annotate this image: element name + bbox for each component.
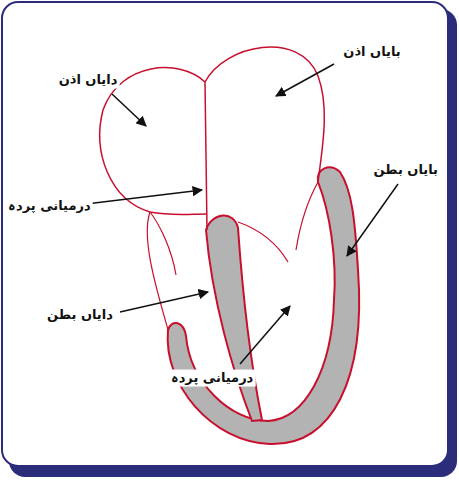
part-label: دایاں اذن [57,72,120,89]
part-label: درمیانی پردہ [6,198,93,215]
part-label: دایاں بطن [45,307,115,324]
septum-wall [206,215,262,421]
leader-arrow [276,64,334,96]
right-atrium [100,68,206,215]
leader-arrow [86,190,202,204]
part-label: درمیانی پردہ [169,370,256,387]
leader-arrow [112,94,146,126]
atrial-septum [205,82,207,230]
valve-line [147,212,168,330]
leader-arrow [240,306,290,364]
part-label: بایاں اذن [341,44,402,61]
frame [2,2,448,466]
part-label: بایاں بطن [372,162,440,179]
leader-arrow [120,292,208,312]
valve-line [150,212,176,275]
leader-arrow [347,184,398,256]
valve-line [296,182,318,250]
left-atrium [205,47,324,182]
ventricle-wall [168,167,360,444]
valve-line [238,222,288,262]
